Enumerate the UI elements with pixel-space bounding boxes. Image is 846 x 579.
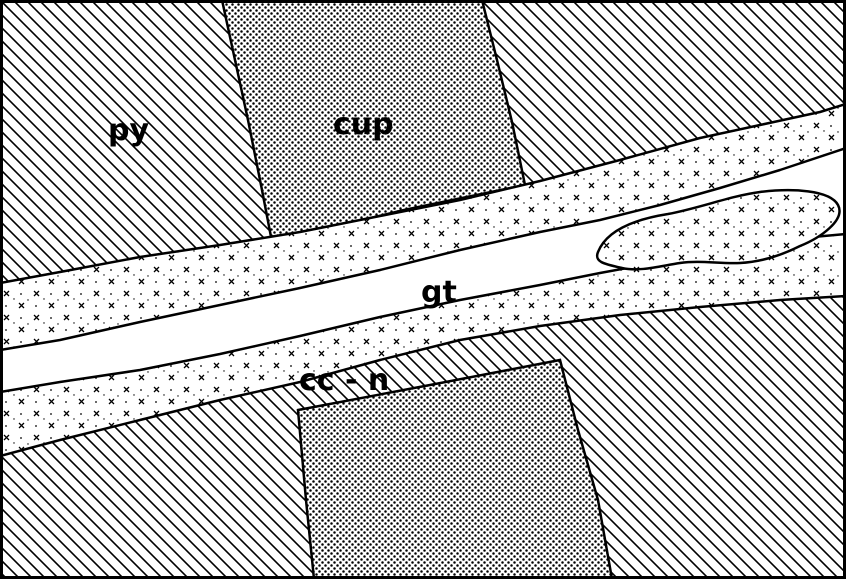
label-gt: gt [421,275,457,310]
label-cc-n: cc - n [299,363,389,398]
label-cup: cup [333,107,394,142]
label-py: py [108,113,149,148]
